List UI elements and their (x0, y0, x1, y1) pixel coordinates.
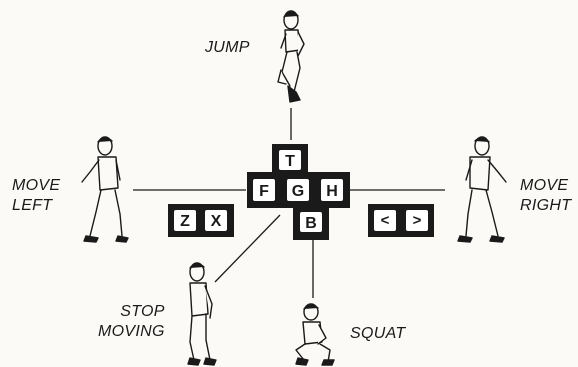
key-f: F (259, 183, 269, 200)
key-greater-than: > (413, 212, 422, 229)
stop-moving-figure-icon (188, 263, 216, 365)
key-g: G (292, 183, 304, 200)
squat-figure-icon (296, 304, 334, 365)
key-pair-left: Z X (168, 204, 234, 237)
key-cluster: T F G H B (247, 144, 350, 240)
key-h: H (326, 183, 338, 200)
move-left-figure-icon (82, 137, 128, 242)
key-z: Z (180, 213, 190, 230)
key-pair-right: < > (368, 204, 434, 237)
key-b: B (305, 215, 317, 232)
move-right-figure-icon (458, 137, 506, 242)
key-x: X (211, 213, 222, 230)
jump-figure-icon (278, 11, 304, 102)
key-less-than: < (381, 212, 390, 229)
key-t: T (285, 153, 295, 170)
